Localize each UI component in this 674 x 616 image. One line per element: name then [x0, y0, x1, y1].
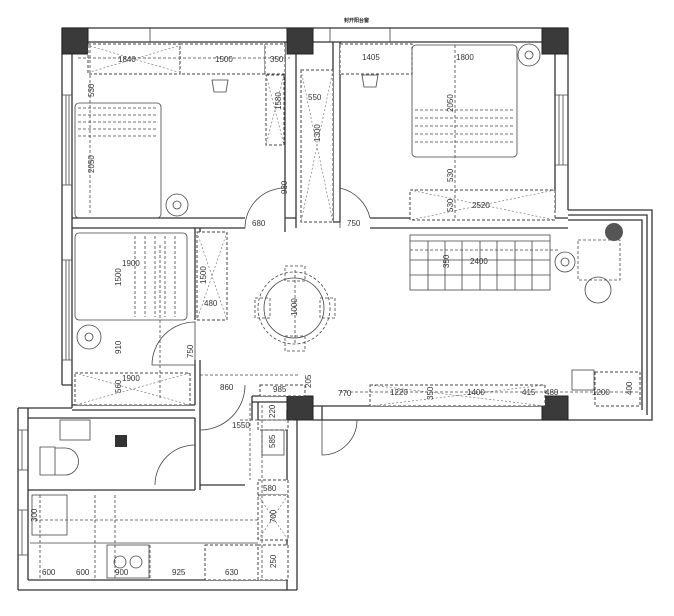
- svg-text:300: 300: [30, 508, 39, 522]
- svg-text:1900: 1900: [122, 259, 140, 268]
- svg-text:750: 750: [186, 344, 195, 358]
- svg-text:1800: 1800: [456, 53, 474, 62]
- svg-text:1500: 1500: [199, 266, 208, 284]
- pillars: [61, 27, 569, 421]
- sofa: [409, 234, 551, 291]
- svg-text:750: 750: [347, 219, 361, 228]
- bed-3: [74, 232, 188, 321]
- svg-text:2050: 2050: [446, 94, 455, 112]
- plan-title: 封开阳台窗: [344, 17, 369, 24]
- svg-text:530: 530: [446, 198, 455, 212]
- furniture: [39, 43, 623, 476]
- svg-text:930: 930: [280, 180, 289, 194]
- toilet: [39, 446, 79, 476]
- svg-text:400: 400: [625, 381, 634, 395]
- dining-table: [263, 277, 325, 339]
- svg-text:550: 550: [308, 93, 322, 102]
- svg-text:350: 350: [442, 254, 451, 268]
- svg-text:925: 925: [172, 568, 186, 577]
- svg-text:1405: 1405: [362, 53, 380, 62]
- svg-text:770: 770: [338, 389, 352, 398]
- svg-text:530: 530: [446, 168, 455, 182]
- svg-text:480: 480: [204, 299, 218, 308]
- svg-text:560: 560: [114, 379, 123, 393]
- svg-text:1400: 1400: [467, 388, 485, 397]
- svg-text:900: 900: [115, 568, 129, 577]
- svg-text:1500: 1500: [215, 55, 233, 64]
- svg-text:630: 630: [225, 568, 239, 577]
- svg-text:1900: 1900: [122, 374, 140, 383]
- svg-text:1580: 1580: [274, 92, 283, 110]
- plant: [605, 223, 623, 241]
- svg-text:860: 860: [220, 383, 234, 392]
- doors: [151, 187, 371, 486]
- svg-text:585: 585: [268, 434, 277, 448]
- svg-text:415: 415: [522, 388, 536, 397]
- svg-text:985: 985: [273, 385, 287, 394]
- svg-text:1300: 1300: [313, 124, 322, 142]
- svg-text:600: 600: [76, 568, 90, 577]
- svg-text:680: 680: [252, 219, 266, 228]
- dimension-lines: [35, 45, 640, 580]
- svg-text:220: 220: [268, 404, 277, 418]
- svg-text:1840: 1840: [118, 55, 136, 64]
- cabinets: [30, 43, 641, 581]
- svg-text:2520: 2520: [472, 201, 490, 210]
- floor-drain: [115, 435, 127, 447]
- svg-text:2050: 2050: [87, 155, 96, 173]
- svg-text:910: 910: [114, 340, 123, 354]
- svg-text:530: 530: [87, 83, 96, 97]
- svg-text:600: 600: [42, 568, 56, 577]
- svg-text:1220: 1220: [390, 388, 408, 397]
- svg-text:350: 350: [270, 55, 284, 64]
- svg-text:1000: 1000: [290, 298, 299, 316]
- svg-text:205: 205: [304, 374, 313, 388]
- svg-text:480: 480: [545, 388, 559, 397]
- svg-text:1550: 1550: [232, 421, 250, 430]
- svg-text:1200: 1200: [592, 388, 610, 397]
- bed-2: [411, 44, 518, 158]
- svg-text:700: 700: [269, 509, 278, 523]
- bed-1: [74, 102, 162, 219]
- dimension-labels: 1840 1500 350 530 2050 1580 550 1300 680…: [30, 53, 634, 577]
- svg-text:1500: 1500: [114, 268, 123, 286]
- svg-text:580: 580: [263, 484, 277, 493]
- svg-text:250: 250: [269, 554, 278, 568]
- svg-text:2400: 2400: [470, 257, 488, 266]
- svg-text:350: 350: [426, 386, 435, 400]
- walls: [17, 27, 653, 591]
